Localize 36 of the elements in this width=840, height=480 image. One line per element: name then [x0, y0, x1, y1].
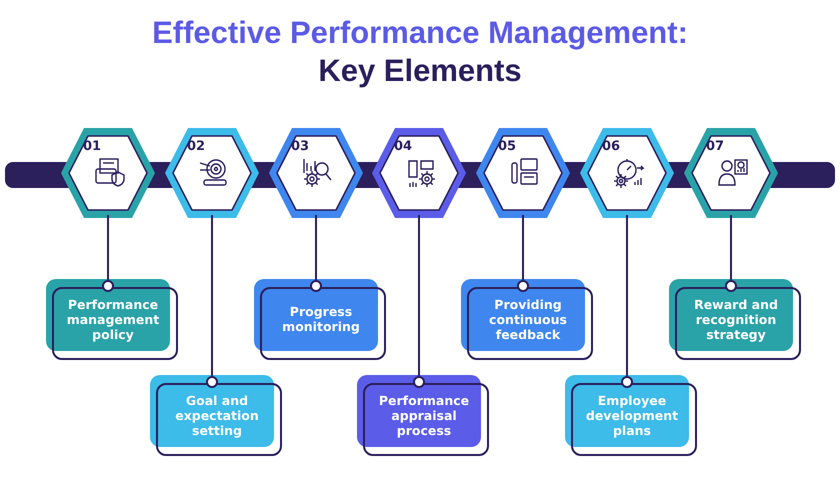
step-label: Goal and expectation setting — [174, 392, 260, 438]
step-hexagon — [476, 128, 570, 218]
step-hexagon — [165, 128, 259, 218]
connector-line — [102, 215, 114, 292]
step-hexagon — [580, 128, 674, 218]
step-label: Progress monitoring — [281, 304, 361, 334]
step-number: 04 — [394, 139, 412, 154]
step-label: Providing continuous feedback — [488, 296, 568, 342]
step-label: Employee development plans — [584, 392, 680, 438]
connector-line — [310, 215, 322, 292]
connector-line — [517, 215, 529, 292]
title: Effective Performance Management: Key Elements — [151, 14, 689, 90]
step-number: 06 — [602, 139, 620, 154]
step-label: Performance management policy — [66, 296, 160, 342]
step-card — [565, 375, 697, 456]
connector-line — [725, 215, 737, 292]
step-card — [254, 279, 386, 360]
connector-line — [621, 215, 633, 388]
step-number: 03 — [291, 139, 310, 154]
step-label: Reward and recognition strategy — [693, 296, 779, 342]
step-hexagon — [269, 128, 363, 218]
step-hexagon — [61, 128, 155, 218]
step-card — [461, 279, 593, 360]
step-card — [357, 375, 489, 456]
step-number: 05 — [498, 139, 516, 154]
step-number: 07 — [706, 139, 724, 154]
connector-line — [206, 215, 218, 388]
step-hexagon — [372, 128, 466, 218]
step-hexagon — [684, 128, 778, 218]
connector-line — [413, 215, 425, 388]
step-card — [669, 279, 801, 360]
step-card — [150, 375, 282, 456]
step-label: Performance appraisal process — [378, 392, 470, 438]
step-number: 02 — [187, 139, 206, 154]
step-card — [46, 279, 178, 360]
step-number: 01 — [83, 139, 102, 154]
